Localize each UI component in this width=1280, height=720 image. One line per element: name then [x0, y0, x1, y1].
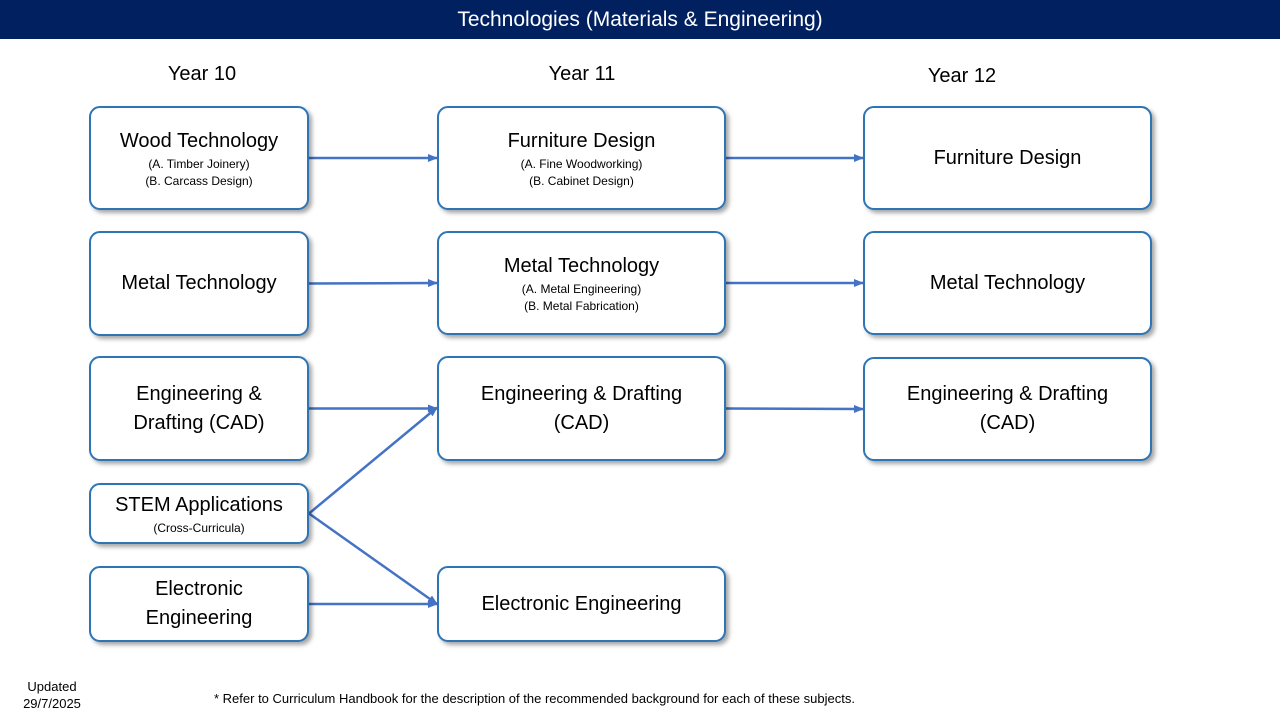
- node-subtitle: (Cross-Curricula): [153, 520, 245, 535]
- column-header-year-10: Year 10: [167, 63, 237, 85]
- node-label: Metal Technology: [503, 254, 660, 277]
- node-metal-technology-y10: Metal Technology: [89, 231, 309, 336]
- node-label: Wood Technology: [119, 129, 279, 152]
- node-label: Furniture Design: [933, 146, 1082, 169]
- node-label-line: Engineering: [145, 607, 253, 629]
- node-label-line: Engineering & Drafting: [480, 382, 683, 405]
- arrow-stem-to-eng11: [308, 406, 438, 515]
- node-engineering-drafting-y10: Engineering & Drafting (CAD): [89, 356, 309, 461]
- node-label: Furniture Design: [507, 129, 656, 152]
- updated-label: Updated: [27, 679, 77, 694]
- node-wood-technology: Wood Technology (A. Timber Joinery) (B. …: [89, 106, 309, 210]
- node-label-line: Engineering & Drafting: [906, 383, 1109, 405]
- node-label-line: (CAD): [979, 412, 1036, 434]
- node-engineering-drafting-y12: Engineering & Drafting (CAD): [863, 357, 1152, 461]
- node-metal-technology-y11: Metal Technology (A. Metal Engineering) …: [437, 231, 726, 335]
- node-label-line: Engineering &: [136, 382, 262, 405]
- node-label-line: Electronic: [155, 578, 243, 600]
- node-label: Electronic Engineering: [481, 592, 682, 615]
- column-header-year-11: Year 11: [548, 63, 616, 85]
- node-subtitle: (A. Fine Woodworking): [520, 156, 643, 171]
- footnote: * Refer to Curriculum Handbook for the d…: [214, 691, 855, 706]
- node-subtitle: (A. Metal Engineering): [521, 281, 642, 296]
- node-subtitle: (B. Metal Fabrication): [524, 298, 639, 313]
- node-label: STEM Applications: [115, 493, 283, 516]
- node-furniture-design-y11: Furniture Design (A. Fine Woodworking) (…: [437, 106, 726, 210]
- node-metal-technology-y12: Metal Technology: [863, 231, 1152, 335]
- node-subtitle: (B. Carcass Design): [145, 173, 253, 188]
- node-label: Metal Technology: [929, 271, 1086, 294]
- node-electronic-engineering-y11: Electronic Engineering: [437, 566, 726, 642]
- node-electronic-engineering-y10: Electronic Engineering: [89, 566, 309, 642]
- arrow-stem-to-elec11: [308, 512, 438, 606]
- arrow-metal10-to-metal11: [308, 279, 438, 288]
- page-title: Technologies (Materials & Engineering): [0, 0, 1280, 39]
- node-stem-applications: STEM Applications (Cross-Curricula): [89, 483, 309, 544]
- node-subtitle: (B. Cabinet Design): [529, 173, 634, 188]
- node-label-line: Drafting (CAD): [133, 411, 265, 434]
- node-engineering-drafting-y11: Engineering & Drafting (CAD): [437, 356, 726, 461]
- updated-value: 29/7/2025: [23, 696, 81, 711]
- node-label-line: (CAD): [553, 411, 610, 434]
- arrow-eng11-to-eng12: [725, 404, 864, 413]
- node-subtitle: (A. Timber Joinery): [148, 156, 250, 171]
- node-label: Metal Technology: [121, 272, 277, 294]
- column-header-year-12: Year 12: [927, 65, 997, 87]
- node-furniture-design-y12: Furniture Design: [863, 106, 1152, 210]
- updated-date: Updated 29/7/2025: [10, 678, 94, 712]
